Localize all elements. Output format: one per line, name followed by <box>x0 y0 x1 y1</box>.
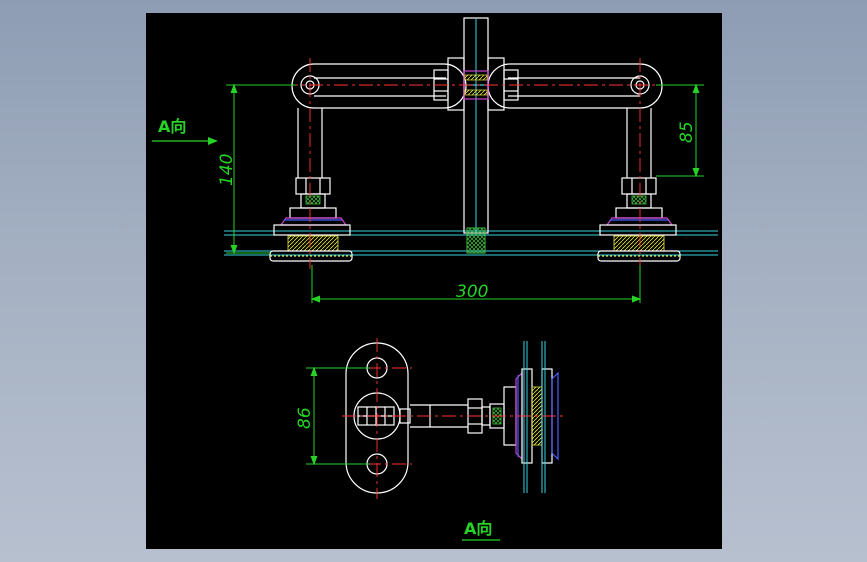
dim-86-label: 86 <box>295 407 315 429</box>
right-leg <box>597 108 681 262</box>
dim-300-label: 300 <box>456 282 488 302</box>
dim-overall-height <box>226 83 296 255</box>
dim-span-width <box>310 265 642 303</box>
front-view: 140 85 300 A向 <box>152 17 718 303</box>
dim-right-height <box>656 83 704 178</box>
glass-fin <box>463 17 489 254</box>
view-arrow-a <box>152 137 218 145</box>
left-leg <box>269 108 353 262</box>
front-center-lines <box>284 58 676 269</box>
view-arrow-label: A向 <box>158 117 186 136</box>
dim-140-label: 140 <box>217 154 237 186</box>
cad-drawing: 140 85 300 A向 <box>152 17 718 541</box>
side-view-a: 86 A向 <box>295 338 566 541</box>
dim-85-label: 85 <box>677 121 697 143</box>
bottom-view-label: A向 <box>464 519 492 538</box>
cad-viewport[interactable]: 140 85 300 A向 <box>146 13 722 549</box>
dim-bracket-length <box>306 366 370 466</box>
side-glass <box>523 341 546 493</box>
